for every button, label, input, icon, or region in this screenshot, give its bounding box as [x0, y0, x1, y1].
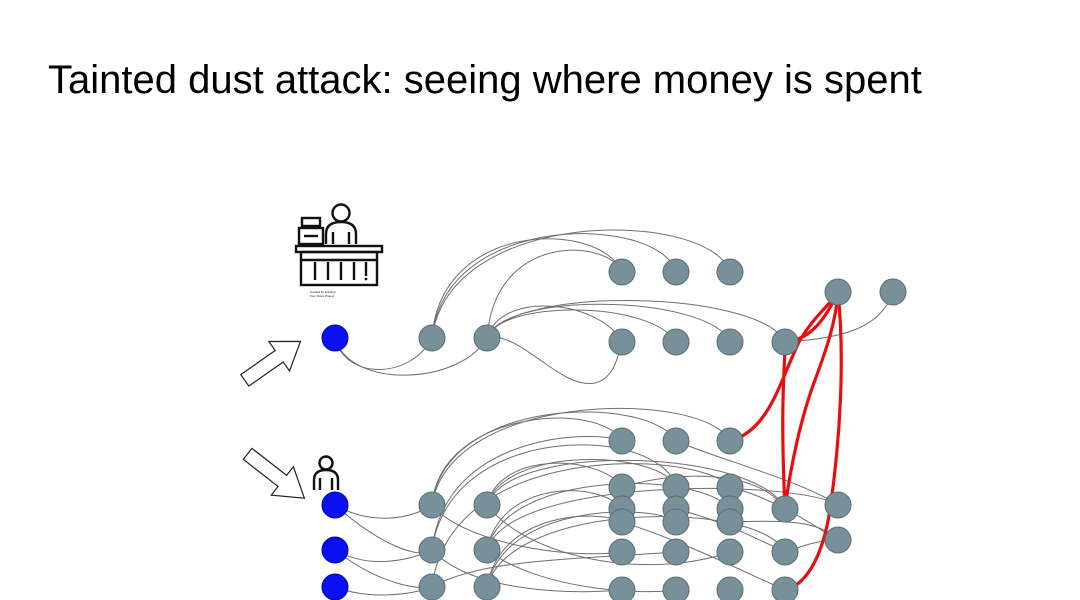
- tx-node: [771, 576, 799, 600]
- dust-node-user-3: [321, 573, 349, 600]
- tx-node: [716, 576, 744, 600]
- tx-node: [824, 526, 852, 554]
- slide-title: Tainted dust attack: seeing where money …: [48, 58, 922, 102]
- dust-node-user-1: [321, 491, 349, 519]
- arrow-into-user-node: [242, 447, 306, 499]
- tx-node: [824, 491, 852, 519]
- tx-node: [716, 508, 744, 536]
- tx-node: [662, 538, 690, 566]
- person-icon: [312, 455, 340, 490]
- tx-node: [662, 508, 690, 536]
- tx-node: [418, 324, 446, 352]
- tx-node: [418, 491, 446, 519]
- merchant-icon-caption-line2: from Noun Project: [310, 294, 334, 298]
- tx-node: [662, 427, 690, 455]
- tx-node: [608, 258, 636, 286]
- tx-node: [716, 258, 744, 286]
- tx-node: [418, 536, 446, 564]
- tx-node: [771, 495, 799, 523]
- tx-node: [716, 427, 744, 455]
- dust-node-merchant: [321, 324, 349, 352]
- tx-node: [771, 538, 799, 566]
- tx-node: [608, 427, 636, 455]
- tx-node: [418, 573, 446, 600]
- dust-node-user-2: [321, 536, 349, 564]
- lower-transaction-edges: [334, 407, 839, 596]
- tx-node: [608, 576, 636, 600]
- tx-node: [608, 328, 636, 356]
- tx-node: [771, 328, 799, 356]
- upper-transaction-edges: [334, 229, 894, 384]
- tx-node: [716, 328, 744, 356]
- tx-node: [608, 538, 636, 566]
- tx-node: [879, 278, 907, 306]
- arrow-into-merchant-node: [239, 340, 302, 387]
- tx-node: [662, 328, 690, 356]
- tx-node: [662, 576, 690, 600]
- tx-node: [473, 573, 501, 600]
- tx-node: [473, 491, 501, 519]
- merchant-icon-caption-line1: created by Eucalyp: [310, 290, 336, 294]
- tx-node: [608, 508, 636, 536]
- tx-node: [662, 258, 690, 286]
- tx-node: [473, 324, 501, 352]
- tx-node: [716, 538, 744, 566]
- tx-node: [473, 536, 501, 564]
- tx-node: [824, 278, 852, 306]
- merchant-counter-icon: [294, 203, 384, 287]
